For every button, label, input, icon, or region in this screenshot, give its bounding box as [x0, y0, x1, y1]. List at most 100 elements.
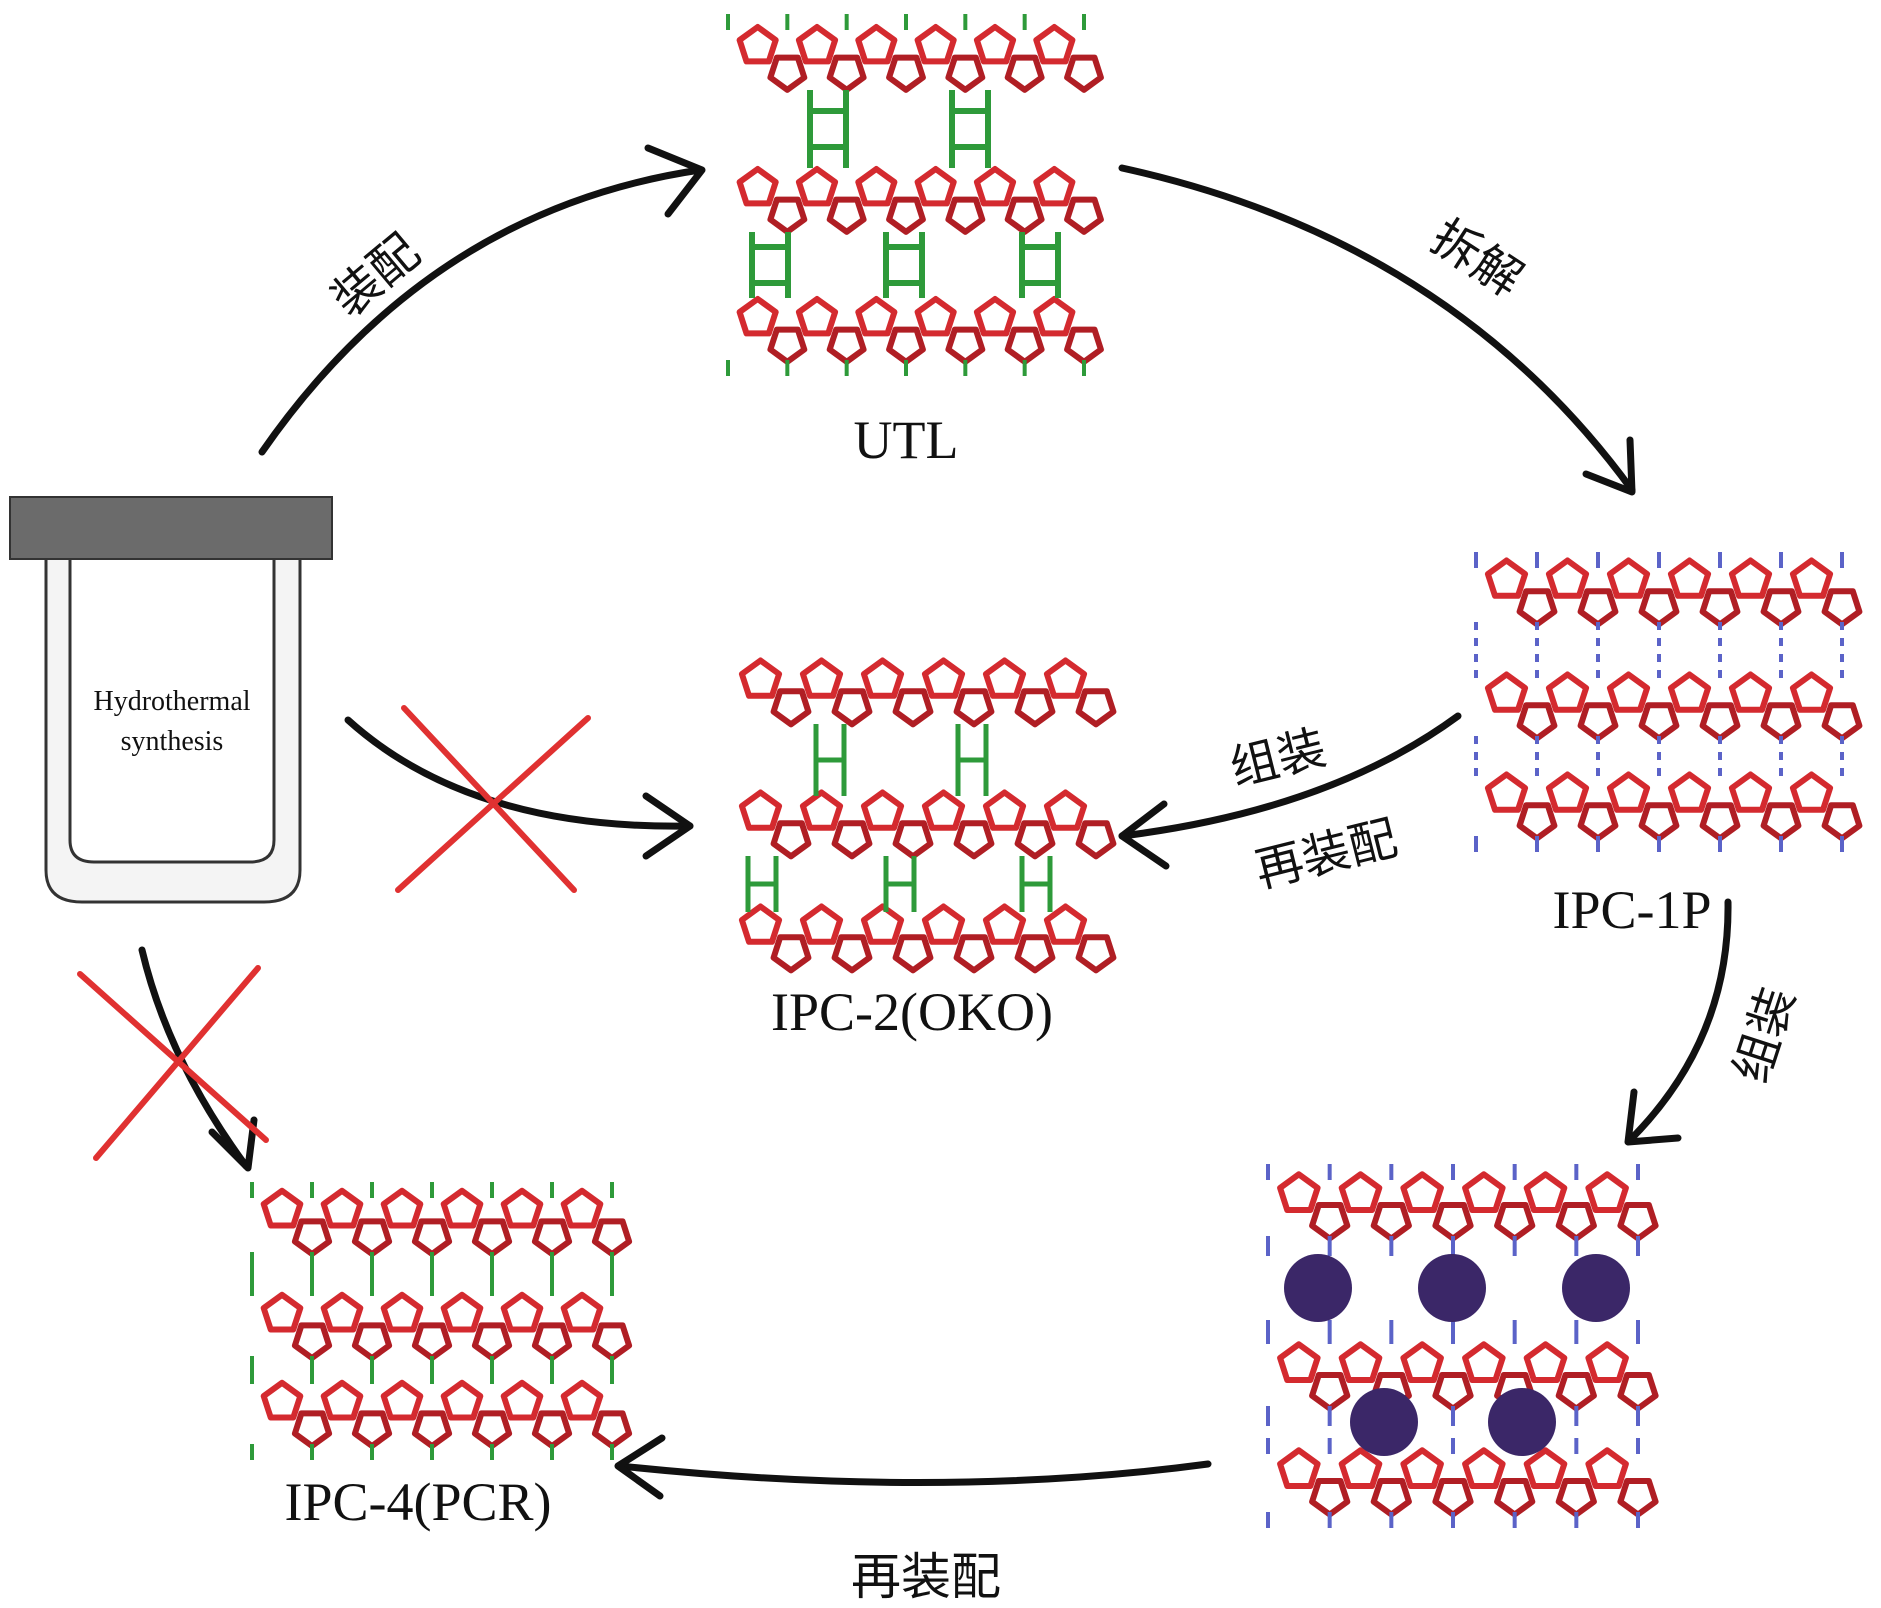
- arrow-assembly: [258, 144, 706, 456]
- arrow-reassembly-bottom: [614, 1434, 1212, 1500]
- single-four-ring: [883, 856, 917, 912]
- five-ring-upper: [982, 903, 1027, 945]
- five-ring-upper: [1545, 671, 1590, 713]
- ipc-2-framework: [738, 657, 1117, 974]
- five-ring-upper: [560, 1379, 604, 1421]
- double-four-ring: [807, 90, 849, 168]
- five-ring-upper: [560, 1291, 604, 1333]
- five-ring-upper: [1606, 771, 1651, 813]
- five-ring-upper: [1728, 557, 1773, 599]
- five-ring-lower: [1309, 1478, 1351, 1518]
- five-ring-upper: [1728, 771, 1773, 813]
- five-ring-upper: [860, 657, 905, 699]
- five-ring-upper: [1338, 1447, 1383, 1489]
- five-ring-upper: [1523, 1341, 1568, 1383]
- five-ring-upper: [799, 903, 844, 945]
- five-ring-upper: [320, 1187, 364, 1229]
- ipc-4-framework: [250, 1182, 633, 1460]
- five-ring-lower: [1004, 54, 1045, 93]
- five-ring-lower: [1699, 802, 1741, 842]
- five-ring-lower: [1577, 802, 1619, 842]
- five-ring-lower: [1760, 702, 1802, 742]
- five-ring-lower: [1432, 1478, 1474, 1518]
- arrow-blocked-to-ipc4: [138, 946, 258, 1172]
- intercalated-cation: [1350, 1388, 1418, 1456]
- silicate-layer: [1484, 557, 1863, 628]
- five-ring-upper: [1484, 771, 1529, 813]
- five-ring-upper: [1606, 671, 1651, 713]
- five-ring-upper: [1728, 671, 1773, 713]
- autoclave-label-line1: Hydrothermal: [93, 686, 250, 717]
- silicate-layer: [1484, 771, 1863, 842]
- five-ring-upper: [260, 1379, 304, 1421]
- five-ring-lower: [953, 820, 995, 860]
- single-four-ring: [813, 724, 847, 796]
- five-ring-lower: [291, 1410, 333, 1449]
- silicate-layer: [260, 1291, 633, 1361]
- silicate-layer: [260, 1187, 633, 1257]
- autoclave-label-line2: synthesis: [121, 726, 224, 757]
- five-ring-upper: [1667, 557, 1712, 599]
- silicate-layer: [736, 166, 1104, 235]
- five-ring-upper: [1033, 166, 1076, 207]
- five-ring-upper: [973, 296, 1017, 337]
- five-ring-upper: [738, 903, 783, 945]
- double-four-ring: [749, 232, 791, 298]
- five-ring-upper: [320, 1291, 364, 1333]
- five-ring-upper: [982, 789, 1027, 831]
- five-ring-upper: [1277, 1341, 1321, 1383]
- five-ring-lower: [1432, 1372, 1474, 1412]
- five-ring-lower: [1064, 196, 1104, 235]
- single-four-ring: [745, 856, 779, 912]
- five-ring-upper: [921, 903, 966, 945]
- five-ring-upper: [560, 1187, 604, 1229]
- autoclave-inner-liner: [68, 560, 276, 864]
- five-ring-lower: [351, 1410, 393, 1449]
- silicate-layer: [260, 1379, 633, 1449]
- five-ring-upper: [795, 166, 839, 207]
- five-ring-lower: [767, 54, 808, 93]
- intercalated-cation: [1562, 1254, 1630, 1322]
- five-ring-upper: [1277, 1447, 1321, 1489]
- five-ring-lower: [1516, 702, 1558, 742]
- five-ring-lower: [1577, 588, 1619, 628]
- five-ring-upper: [1033, 24, 1076, 65]
- five-ring-upper: [380, 1291, 424, 1333]
- step-organize-right: 组装: [1723, 981, 1806, 1090]
- five-ring-lower: [351, 1218, 393, 1257]
- five-ring-lower: [1075, 934, 1117, 974]
- five-ring-lower: [591, 1410, 633, 1449]
- five-ring-lower: [1617, 1202, 1659, 1242]
- five-ring-lower: [1760, 802, 1802, 842]
- label-utl: UTL: [854, 410, 959, 470]
- blocked-cross-ipc2: [395, 705, 591, 893]
- five-ring-lower: [351, 1322, 393, 1361]
- five-ring-lower: [767, 326, 808, 365]
- five-ring-lower: [1064, 54, 1104, 93]
- five-ring-lower: [770, 820, 812, 860]
- five-ring-lower: [770, 934, 812, 974]
- five-ring-upper: [1484, 671, 1529, 713]
- five-ring-lower: [591, 1218, 633, 1257]
- five-ring-lower: [1555, 1202, 1597, 1242]
- five-ring-upper: [799, 657, 844, 699]
- five-ring-upper: [860, 903, 905, 945]
- silicate-layer: [1277, 1447, 1659, 1518]
- silicate-layer: [1484, 671, 1863, 742]
- five-ring-upper: [320, 1379, 364, 1421]
- five-ring-upper: [1545, 557, 1590, 599]
- five-ring-lower: [945, 54, 986, 93]
- step-disassembly: 拆解: [1421, 209, 1532, 308]
- five-ring-upper: [973, 24, 1017, 65]
- five-ring-lower: [411, 1322, 453, 1361]
- intercalated-framework: [1266, 1164, 1659, 1528]
- five-ring-lower: [953, 688, 995, 728]
- five-ring-upper: [921, 657, 966, 699]
- five-ring-upper: [795, 296, 839, 337]
- five-ring-lower: [411, 1410, 453, 1449]
- five-ring-upper: [260, 1291, 304, 1333]
- five-ring-upper: [914, 296, 957, 337]
- utl-framework: [726, 14, 1104, 376]
- five-ring-upper: [380, 1379, 424, 1421]
